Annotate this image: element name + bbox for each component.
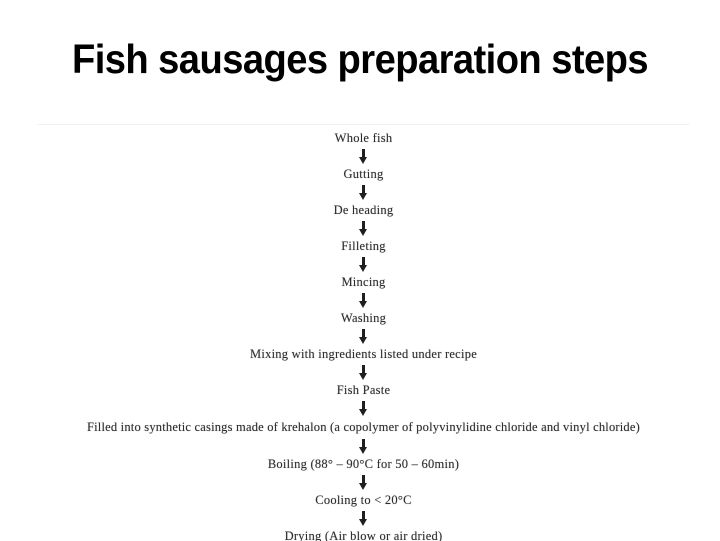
down-arrow-icon	[357, 475, 371, 490]
down-arrow-icon	[357, 511, 371, 526]
flow-step-gutting: Gutting	[343, 167, 384, 181]
down-arrow-icon	[357, 365, 371, 380]
flow-step-mincing: Mincing	[341, 275, 386, 289]
down-arrow-icon	[357, 149, 371, 164]
fish-sausage-process-flowchart: Whole fish Gutting De heading Filleting …	[37, 124, 690, 541]
flow-step-filleting: Filleting	[341, 239, 386, 253]
down-arrow-icon	[357, 401, 371, 416]
flow-step-de-heading: De heading	[333, 203, 394, 217]
down-arrow-icon	[357, 293, 371, 308]
flow-step-cooling: Cooling to < 20°C	[315, 493, 412, 507]
flow-step-fish-paste: Fish Paste	[336, 383, 391, 397]
flow-step-drying: Drying (Air blow or air dried)	[284, 529, 443, 541]
flow-step-boiling: Boiling (88° – 90°C for 50 – 60min)	[267, 457, 460, 471]
flow-step-filled-into-casings: Filled into synthetic casings made of kr…	[86, 420, 640, 434]
down-arrow-icon	[357, 185, 371, 200]
flow-step-washing: Washing	[340, 311, 387, 325]
flow-step-mixing-with-ingredients: Mixing with ingredients listed under rec…	[249, 347, 478, 361]
down-arrow-icon	[357, 257, 371, 272]
down-arrow-icon	[357, 439, 371, 454]
flow-step-whole-fish: Whole fish	[334, 131, 393, 145]
flowchart-steps-column: Whole fish Gutting De heading Filleting …	[37, 125, 690, 541]
page-title: Fish sausages preparation steps	[71, 36, 649, 82]
down-arrow-icon	[357, 329, 371, 344]
down-arrow-icon	[357, 221, 371, 236]
